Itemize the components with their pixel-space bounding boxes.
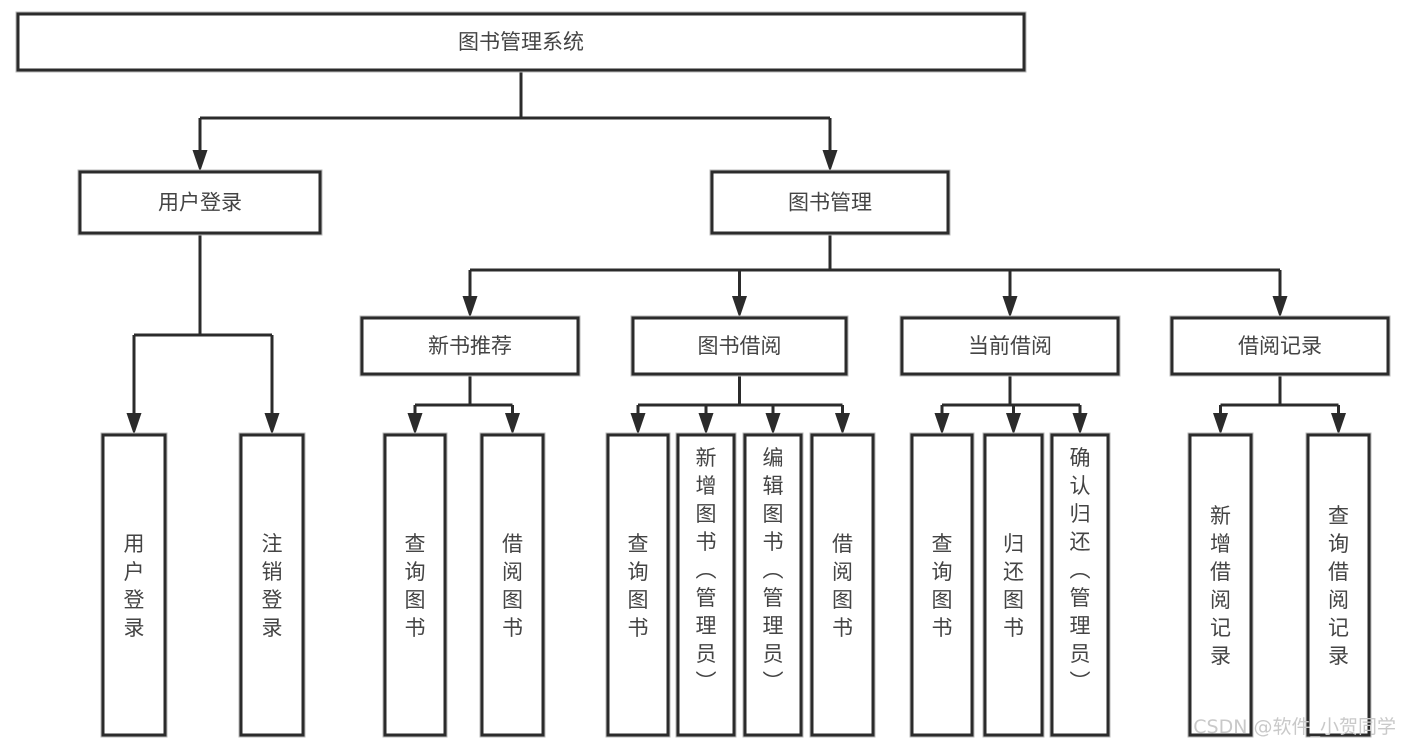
node-leaf-add-book[interactable]: 新增图书︵管理员︶ bbox=[675, 432, 737, 738]
edge-group-current_borrow bbox=[934, 374, 1088, 435]
node-box bbox=[383, 433, 447, 737]
node-book-borrow[interactable]: 图书借阅 bbox=[630, 315, 849, 377]
node-box bbox=[360, 316, 580, 376]
node-label: 借阅记录 bbox=[1238, 334, 1322, 358]
node-box bbox=[710, 170, 950, 235]
node-box bbox=[810, 433, 875, 737]
node-box bbox=[1170, 316, 1390, 376]
node-current-borrow[interactable]: 当前借阅 bbox=[899, 315, 1121, 377]
connector-layer bbox=[126, 70, 1346, 435]
node-label: 借阅图书 bbox=[502, 532, 523, 640]
node-label: 新书推荐 bbox=[428, 334, 512, 358]
node-label: 归还图书 bbox=[1003, 532, 1024, 640]
node-leaf-logout[interactable]: 注销登录 bbox=[238, 432, 306, 738]
node-box bbox=[983, 433, 1044, 737]
node-leaf-add-record[interactable]: 新增借阅记录 bbox=[1187, 432, 1254, 738]
node-label: 编辑图书︵管理员︶ bbox=[763, 446, 784, 694]
node-label: 查询借阅记录 bbox=[1328, 504, 1349, 668]
node-box bbox=[239, 433, 305, 737]
node-label: 新增图书︵管理员︶ bbox=[696, 446, 717, 694]
node-box bbox=[676, 433, 736, 737]
edge-group-book_manage bbox=[462, 233, 1288, 318]
node-new-book-rec[interactable]: 新书推荐 bbox=[359, 315, 581, 377]
edge-group-book_borrow bbox=[630, 374, 850, 435]
node-box bbox=[1188, 433, 1253, 737]
node-label: 用户登录 bbox=[158, 191, 242, 215]
node-label: 借阅图书 bbox=[832, 532, 853, 640]
edge-group-new_book_rec bbox=[407, 374, 520, 435]
node-leaf-borrow-book-1[interactable]: 借阅图书 bbox=[479, 432, 546, 738]
node-leaf-user-login[interactable]: 用户登录 bbox=[100, 432, 168, 738]
node-box bbox=[900, 316, 1120, 376]
node-root[interactable]: 图书管理系统 bbox=[15, 11, 1027, 73]
node-box bbox=[78, 170, 322, 235]
node-label: 当前借阅 bbox=[968, 334, 1052, 358]
node-box bbox=[480, 433, 545, 737]
node-box bbox=[16, 12, 1026, 72]
node-book-manage[interactable]: 图书管理 bbox=[709, 169, 951, 236]
node-label: 用户登录 bbox=[124, 532, 145, 640]
node-layer: 图书管理系统用户登录图书管理新书推荐图书借阅当前借阅借阅记录用户登录注销登录查询… bbox=[15, 11, 1391, 738]
node-leaf-edit-book[interactable]: 编辑图书︵管理员︶ bbox=[742, 432, 804, 738]
edge-group-borrow_record bbox=[1213, 374, 1346, 435]
node-label: 注销登录 bbox=[262, 532, 283, 640]
node-borrow-record[interactable]: 借阅记录 bbox=[1169, 315, 1391, 377]
node-user-login[interactable]: 用户登录 bbox=[77, 169, 323, 236]
node-leaf-query-book-1[interactable]: 查询图书 bbox=[382, 432, 448, 738]
node-label: 图书管理 bbox=[788, 191, 872, 215]
edge-group-user_login bbox=[126, 233, 280, 435]
node-label: 图书管理系统 bbox=[458, 30, 584, 54]
node-box bbox=[631, 316, 848, 376]
node-leaf-return-book[interactable]: 归还图书 bbox=[982, 432, 1045, 738]
node-box bbox=[1306, 433, 1371, 737]
node-box bbox=[101, 433, 167, 737]
node-box bbox=[606, 433, 670, 737]
edge-group-root bbox=[192, 70, 838, 172]
node-label: 查询图书 bbox=[932, 532, 953, 640]
csdn-watermark: CSDN @软件_小贺同学 bbox=[1193, 716, 1396, 738]
node-label: 确认归还︵管理员︶ bbox=[1070, 446, 1091, 694]
node-leaf-query-book-3[interactable]: 查询图书 bbox=[909, 432, 975, 738]
node-label: 查询图书 bbox=[628, 532, 649, 640]
node-leaf-query-record[interactable]: 查询借阅记录 bbox=[1305, 432, 1372, 738]
node-label: 图书借阅 bbox=[698, 334, 782, 358]
node-label: 新增借阅记录 bbox=[1210, 504, 1231, 668]
node-box bbox=[910, 433, 974, 737]
node-leaf-query-book-2[interactable]: 查询图书 bbox=[605, 432, 671, 738]
node-box bbox=[1050, 433, 1110, 737]
node-leaf-confirm-return[interactable]: 确认归还︵管理员︶ bbox=[1049, 432, 1111, 738]
node-leaf-borrow-book-2[interactable]: 借阅图书 bbox=[809, 432, 876, 738]
node-label: 查询图书 bbox=[405, 532, 426, 640]
node-box bbox=[743, 433, 803, 737]
